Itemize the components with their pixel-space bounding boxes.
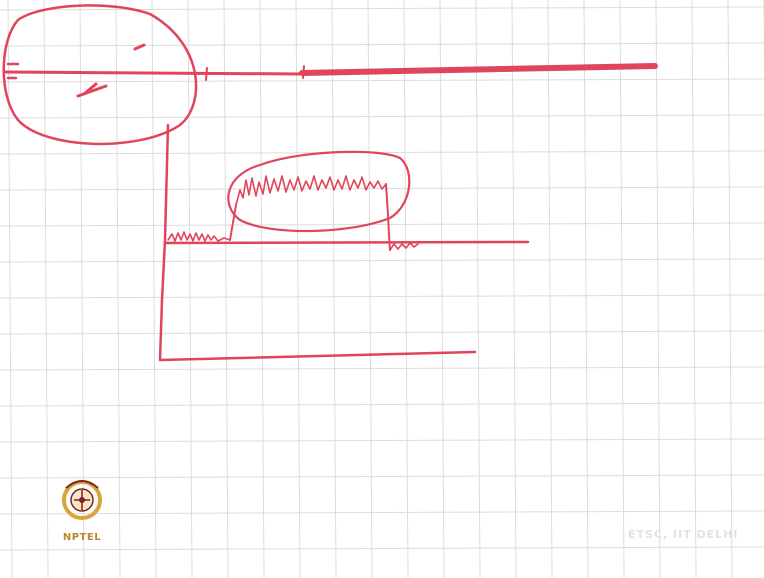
grid-line-horizontal bbox=[0, 330, 764, 335]
nptel-logo bbox=[62, 480, 102, 520]
pulse-ellipse bbox=[227, 150, 411, 233]
grid-line-horizontal bbox=[0, 366, 764, 371]
grid-line-horizontal bbox=[0, 258, 764, 263]
grid-line-horizontal bbox=[0, 474, 764, 479]
watermark-text: ETSC, IIT DELHI bbox=[628, 528, 739, 541]
top-horizontal-line bbox=[4, 70, 302, 76]
grid-line-vertical bbox=[475, 0, 481, 578]
grid-line-vertical bbox=[331, 0, 337, 578]
grid-line-vertical bbox=[439, 0, 445, 578]
grid-line-vertical bbox=[367, 0, 373, 578]
vertical-axis bbox=[158, 123, 170, 362]
grid-line-vertical bbox=[259, 0, 265, 578]
circle-dash-mark bbox=[133, 43, 146, 51]
pulse-rise bbox=[229, 204, 237, 241]
grid-line-vertical bbox=[619, 0, 625, 578]
bottom-horizontal-line bbox=[158, 350, 477, 362]
middle-baseline bbox=[164, 240, 530, 245]
grid-line-vertical bbox=[187, 0, 193, 578]
grid-line-vertical bbox=[151, 0, 157, 578]
grid-line-vertical bbox=[7, 0, 13, 578]
grid-line-vertical bbox=[223, 0, 229, 578]
pulse-fall bbox=[385, 183, 391, 251]
top-left-circle bbox=[2, 4, 198, 146]
top-horizontal-line-thick bbox=[299, 63, 658, 76]
tick-mark-right bbox=[302, 65, 305, 79]
grid-line-horizontal bbox=[0, 294, 764, 299]
grid-line-vertical bbox=[547, 0, 553, 578]
nptel-logo-label: NPTEL bbox=[62, 532, 102, 543]
grid-line-horizontal bbox=[0, 78, 764, 83]
grid-line-vertical bbox=[115, 0, 121, 578]
grid-line-vertical bbox=[727, 0, 733, 578]
left-edge-marks bbox=[6, 62, 20, 80]
grid-line-horizontal bbox=[0, 222, 764, 227]
noise-trace-right bbox=[389, 242, 419, 251]
grid-line-horizontal bbox=[0, 6, 764, 11]
grid-line-vertical bbox=[511, 0, 517, 578]
handwritten-sketch bbox=[2, 4, 658, 362]
grid-line-vertical bbox=[691, 0, 697, 578]
grid-line-horizontal bbox=[0, 42, 764, 47]
grid-line-vertical bbox=[583, 0, 589, 578]
tick-mark-left bbox=[205, 67, 208, 81]
grid-line-vertical bbox=[403, 0, 409, 578]
grid-line-horizontal bbox=[0, 438, 764, 443]
grid-line-vertical bbox=[295, 0, 301, 578]
grid-line-vertical bbox=[43, 0, 49, 578]
nptel-emblem-icon bbox=[62, 480, 102, 520]
grid-line-horizontal bbox=[0, 546, 764, 551]
grid-line-horizontal bbox=[0, 402, 764, 407]
grid-line-horizontal bbox=[0, 510, 764, 515]
circle-arrow-mark bbox=[76, 82, 108, 98]
pulse-noisy-top bbox=[235, 175, 387, 206]
grid-line-horizontal bbox=[0, 114, 764, 119]
noise-trace-left bbox=[167, 231, 231, 242]
grid-line-vertical bbox=[655, 0, 661, 578]
